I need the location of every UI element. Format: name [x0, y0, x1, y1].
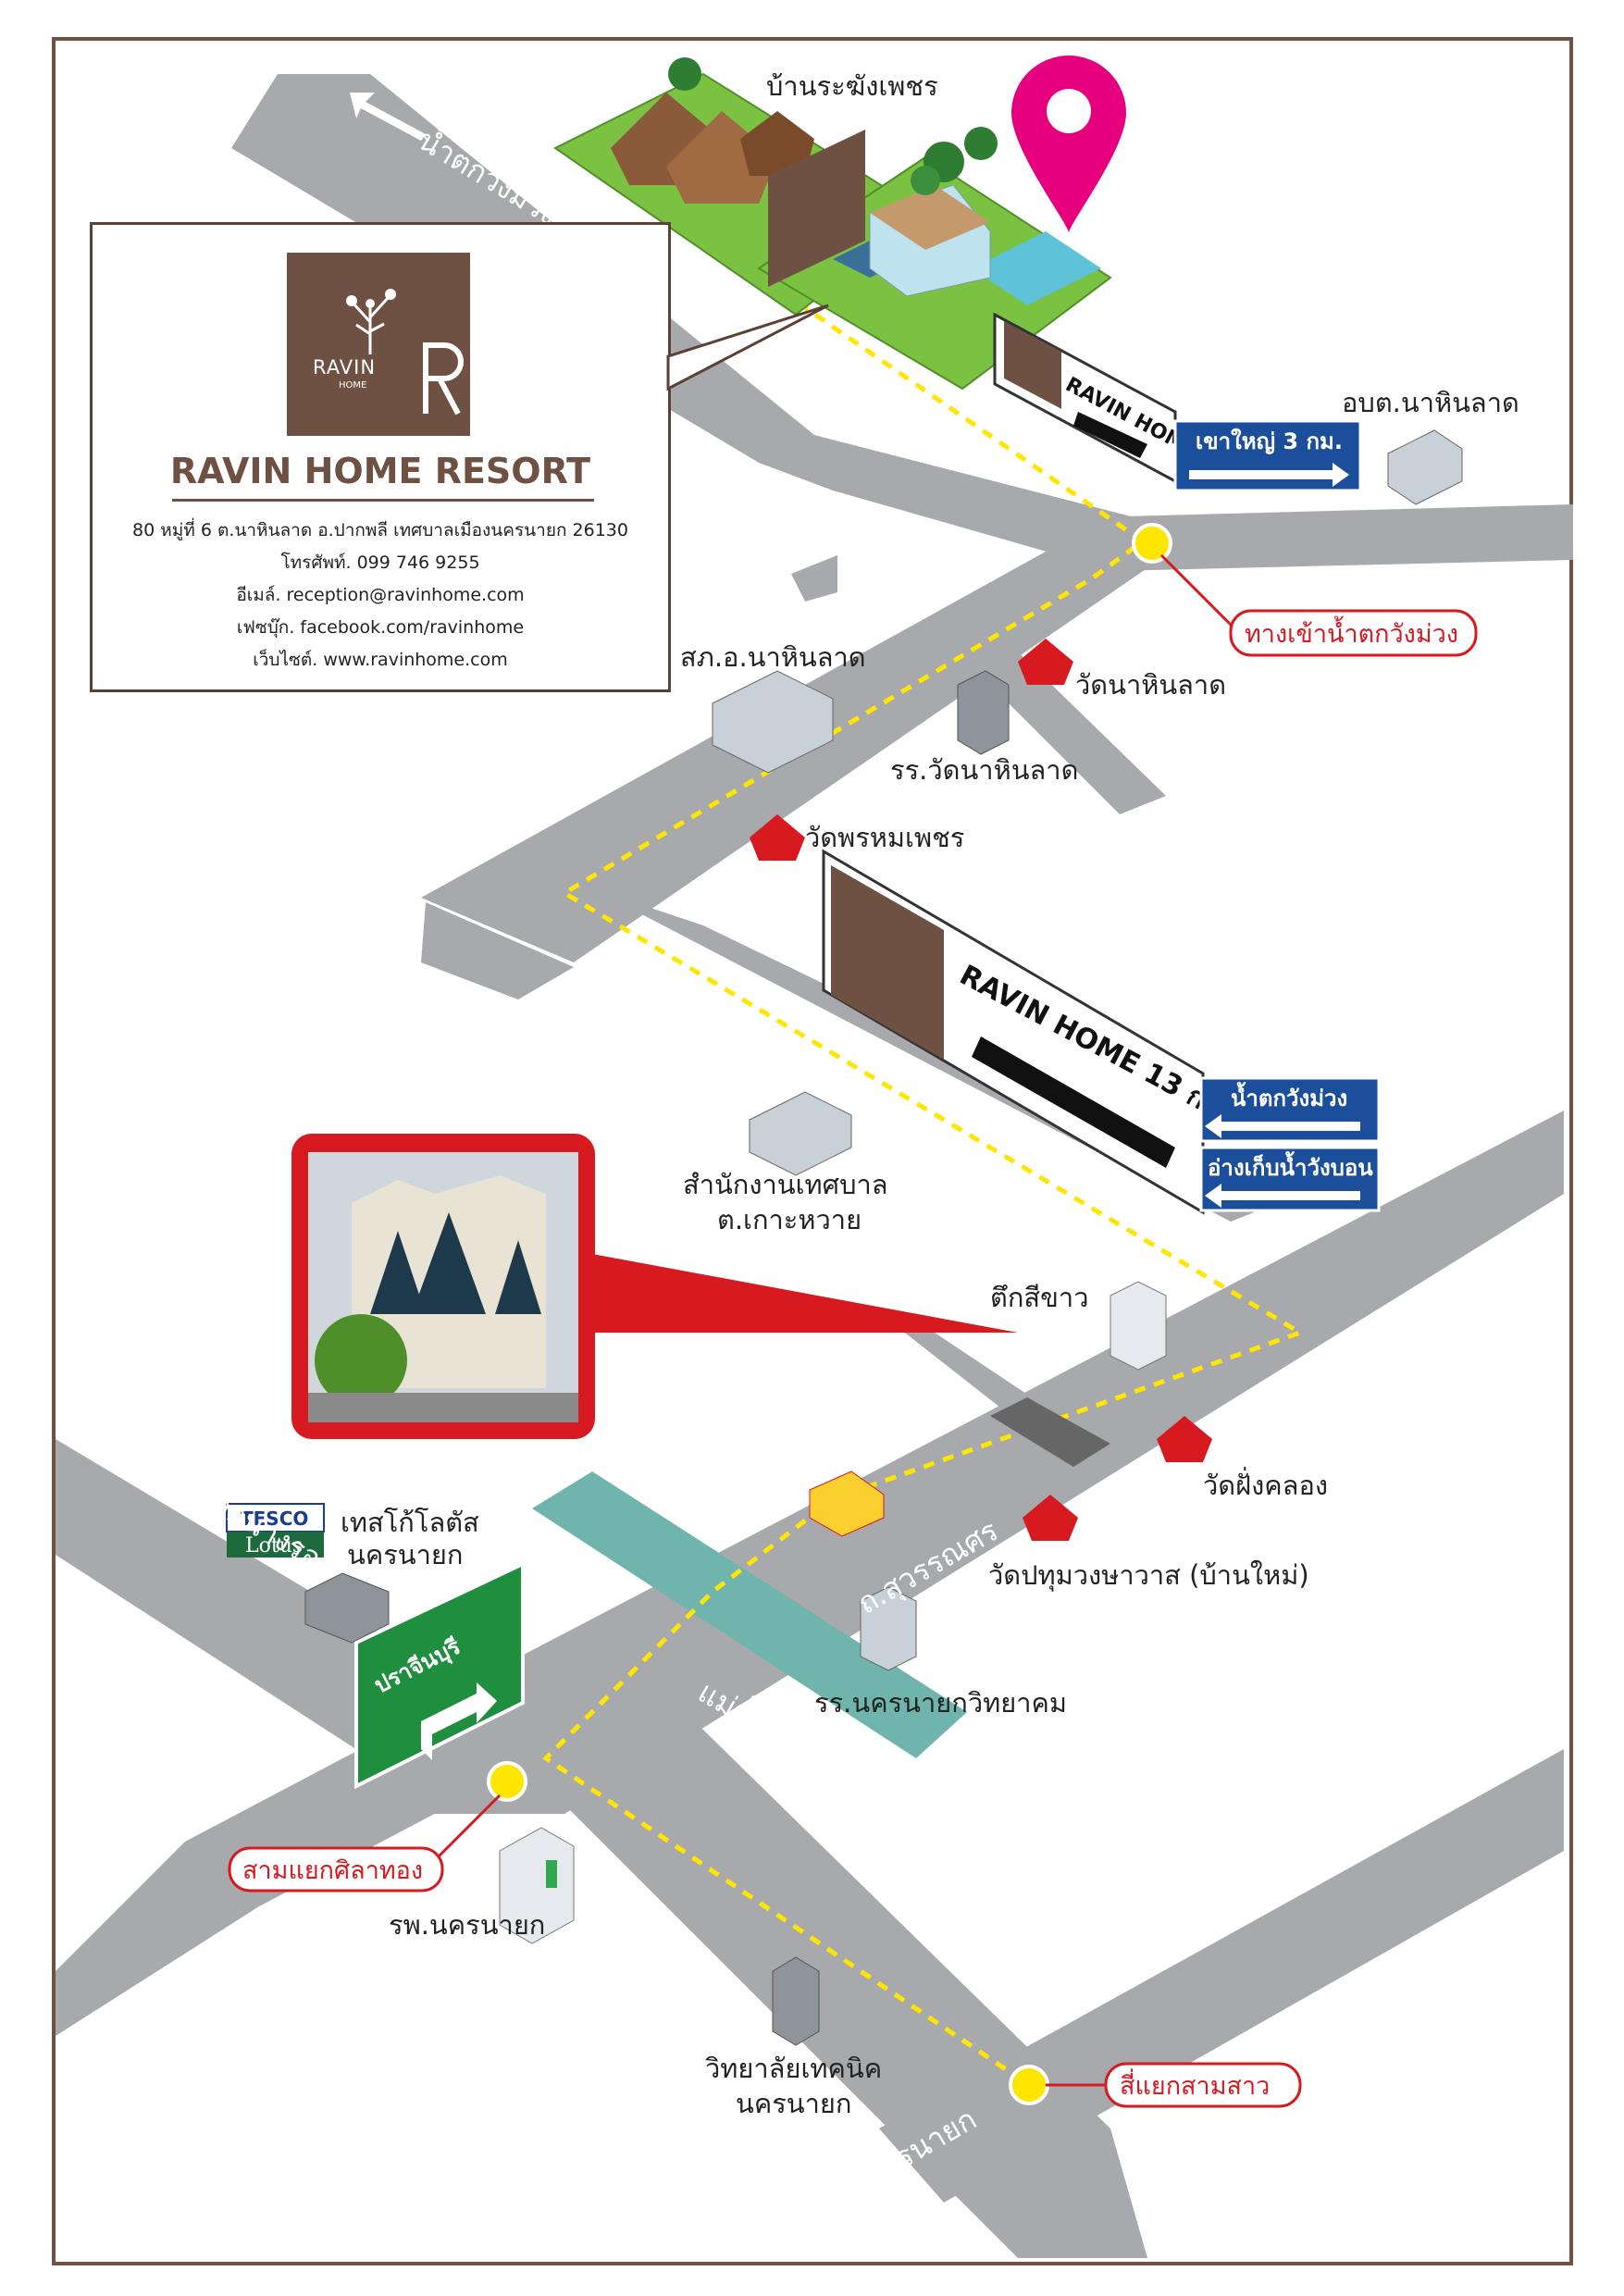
temple-icon [750, 814, 805, 861]
label-obt: อบต.นาหินลาด [1342, 387, 1519, 418]
college-building-icon [772, 1956, 820, 2046]
sign-prachin: ปราจีนบุรี [354, 1560, 525, 1790]
label-wat-fang-khlong: วัดฝั่งคลอง [1203, 1467, 1328, 1501]
resort-compound [553, 57, 1112, 391]
label-office-1: สำนักงานเทศบาล [683, 1169, 888, 1200]
arrow-left-icon [1205, 1114, 1360, 1138]
logo-name: RAVIN [313, 356, 377, 379]
arrow-turn-icon [421, 1682, 497, 1760]
gas-station-icon [809, 1471, 885, 1537]
label-ban-ra-fang-phet: บ้านระฆังเพชร [766, 70, 938, 102]
tree-icon [346, 289, 464, 416]
resort-website[interactable]: เว็บไซต์. www.ravinhome.com [253, 650, 508, 670]
callout-four-way-box [1104, 2062, 1302, 2108]
road-wat-na-hin [953, 629, 1166, 814]
label-college-1: วิทยาลัยเทคนิค [705, 2053, 882, 2084]
callout-three-way-box [228, 1846, 444, 1893]
ravin-home-logo: RAVIN HOME [287, 253, 470, 436]
obt-building-icon [1387, 429, 1463, 505]
hospital-icon [499, 1827, 575, 1944]
location-pin-icon [1011, 56, 1126, 233]
resort-name: RAVIN HOME RESORT [169, 451, 591, 491]
bridge-icon [990, 1397, 1110, 1467]
tesco-building-icon [304, 1572, 390, 1644]
logo-sub: HOME [339, 380, 367, 391]
label-police: สภ.อ.นาหินลาด [680, 641, 866, 673]
route-line [542, 289, 1306, 2090]
label-wat-pathum: วัดปทุมวงษาวาส (บ้านใหม่) [988, 1559, 1309, 1592]
sign-wang-muang-text: น้ำตกวังม่วง [1231, 1081, 1347, 1111]
road-branch-left [421, 902, 574, 999]
label-hospital: รพ.นครนายก [389, 1909, 545, 1941]
office-building-icon [749, 1091, 852, 1176]
callout-entrance: ทางเข้าน้ำตกวังม่วง [1245, 615, 1458, 649]
school-building-icon [860, 1586, 917, 1671]
arrow-up-right-icon [1245, 1772, 1402, 1871]
temple-icon [1018, 639, 1073, 685]
arrow-right-icon [1189, 463, 1349, 487]
photo-callout [291, 1134, 1018, 1439]
resort-info-box: RAVIN HOME RAVIN HOME RESORT 80 หมู่ที่ … [90, 222, 671, 692]
sign-wang-bon-text: อ่างเก็บน้ำวังบอน [1208, 1150, 1373, 1181]
white-building-icon [1110, 1281, 1167, 1371]
label-wat-phrom-phet: วัดพรหมเพชร [805, 822, 964, 853]
school-building-icon [957, 670, 1010, 755]
sign-khao-yai-text: เขาใหญ่ 3 กม. [1196, 428, 1343, 454]
road-wang-muang [231, 74, 1138, 574]
resort-facebook[interactable]: เฟซบุ๊ก. facebook.com/ravinhome [236, 617, 525, 638]
svg-text:TESCO: TESCO [241, 1508, 308, 1530]
label-office-2: ต.เกาะหวาย [717, 1204, 862, 1235]
police-building-icon [712, 670, 834, 774]
temple-icon [1157, 1416, 1212, 1462]
road-ban-sang [879, 1749, 1564, 2203]
arrow-up-left-icon [350, 93, 426, 141]
road-suwannason [361, 1111, 1564, 1814]
building-icons [304, 429, 1463, 2046]
svg-text:Lotus: Lotus [245, 1534, 303, 1558]
road-police [791, 555, 837, 602]
sign-stack: น้ำตกวังม่วง อ่างเก็บน้ำวังบอน [1199, 1076, 1381, 1212]
label-school-nakhon: รร.นครนายกวิทยาคม [814, 1687, 1067, 1719]
callout-four-way: สี่แยกสามสาว [1120, 2068, 1270, 2101]
resort-address: 80 หมู่ที่ 6 ต.นาหินลาด อ.ปากพลี เทศบาลเ… [132, 520, 628, 540]
tesco-lotus-logo: TESCO Lotus [226, 1503, 325, 1558]
road-khao-yai [1055, 504, 1573, 572]
resort-email[interactable]: อีเมล์. reception@ravinhome.com [236, 585, 525, 605]
arrow-left-icon [1205, 1184, 1360, 1208]
label-school-wat: รร.วัดนาหินลาด [890, 754, 1078, 786]
sign-khao-yai: เขาใหญ่ 3 กม. [1173, 419, 1362, 492]
callout-entrance-box [1229, 609, 1478, 657]
resort-phone: โทรศัพท์. 099 746 9255 [280, 552, 480, 573]
label-white-building: ตึกสีขาว [990, 1282, 1088, 1313]
label-tesco-2: นครนายก [347, 1539, 463, 1570]
callout-three-way: สามแยกศิลาทอง [242, 1856, 423, 1885]
arrow-up-left-icon [113, 1425, 190, 1473]
label-wat-na-hin: วัดนาหินลาด [1075, 669, 1226, 701]
label-tesco-1: เทสโก้โลตัส [341, 1507, 479, 1538]
junction-markers [433, 523, 1237, 2105]
brand-underline [172, 499, 594, 502]
river-nakhon-nayok [532, 1471, 967, 1758]
label-college-2: นครนายก [736, 2088, 851, 2119]
temple-icon [1023, 1495, 1078, 1541]
hospital-cross-icon [546, 1860, 557, 1888]
